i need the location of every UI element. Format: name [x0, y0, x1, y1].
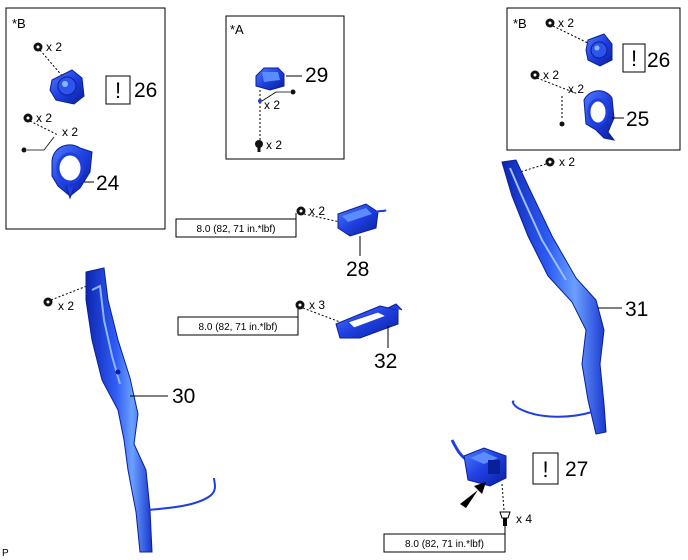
callout-26-left: 26 — [134, 79, 157, 102]
bolt-icon — [255, 140, 263, 152]
arrow-icon — [460, 482, 486, 508]
view-b-left-box: *B x 2 ! 26 x 2 x 2 24 — [5, 7, 166, 230]
screw-icon — [545, 18, 555, 28]
screw-icon — [296, 206, 306, 216]
view-a-box: *A 29 x 2 x 2 — [225, 15, 345, 160]
view-b-right-label: *B — [513, 16, 527, 31]
view-b-right-box: *B x 2 ! 26 x 2 x 2 25 — [506, 7, 681, 151]
part-27-group: ! 27 x 4 8.0 (82, 71 in.*lbf) — [383, 439, 588, 553]
warning-mark: ! — [631, 46, 637, 71]
warning-box-26-left — [105, 75, 131, 105]
torque-box-27 — [383, 533, 506, 553]
qty-a-clip: x 2 — [264, 98, 280, 112]
callout-25: 25 — [626, 108, 649, 131]
qty-pillar-left-screw: x 2 — [58, 299, 74, 313]
torque-box-28 — [175, 218, 297, 238]
clip-icon — [290, 89, 296, 95]
qty-br-screw-top: x 2 — [558, 16, 574, 30]
bolt-icon — [499, 511, 511, 526]
part-25-speaker-bracket — [583, 90, 616, 141]
part-32-group: 8.0 (82, 71 in.*lbf) x 3 32 — [177, 298, 403, 373]
qty-pillar-right-screw: x 2 — [559, 155, 575, 169]
callout-29: 29 — [305, 64, 328, 87]
warning-mark: ! — [115, 78, 121, 103]
callout-24: 24 — [96, 172, 120, 195]
qty-br-clip-mid: x 2 — [568, 82, 584, 96]
screw-icon — [530, 70, 540, 80]
part-28-group: 8.0 (82, 71 in.*lbf) x 2 28 — [175, 203, 387, 281]
torque-27: 8.0 (82, 71 in.*lbf) — [405, 539, 484, 550]
callout-32: 32 — [374, 350, 397, 373]
callout-27: 27 — [565, 458, 588, 481]
part-31-pillar-trim — [501, 159, 607, 435]
screw-icon — [545, 157, 555, 167]
warning-mark: ! — [542, 457, 548, 482]
qty-part32-screw: x 3 — [309, 298, 325, 312]
corner-mark: P — [2, 548, 9, 559]
warning-box-26-right — [622, 43, 646, 73]
part-30-group: x 2 30 — [43, 267, 216, 553]
qty-bl-screw-top: x 2 — [46, 40, 62, 54]
callout-31: 31 — [625, 298, 648, 321]
warning-box-27 — [532, 452, 559, 485]
part-26-tweeter-left — [49, 69, 85, 105]
qty-a-bolt: x 2 — [266, 138, 282, 152]
qty-bl-clip-mid: x 2 — [62, 125, 78, 139]
callout-26-right: 26 — [647, 49, 670, 72]
qty-br-screw-mid: x 2 — [543, 68, 559, 82]
screw-icon — [23, 113, 33, 123]
clip-icon — [258, 99, 262, 103]
part-28-module — [337, 203, 387, 237]
qty-bl-screw-mid: x 2 — [36, 111, 52, 125]
view-a-label: *A — [230, 22, 244, 37]
clip-icon — [559, 121, 565, 127]
screw-icon — [33, 42, 43, 52]
part-29-bracket — [255, 67, 285, 91]
part-26-tweeter-right — [585, 33, 613, 67]
part-24-speaker-bracket — [51, 144, 93, 200]
torque-28: 8.0 (82, 71 in.*lbf) — [197, 224, 276, 235]
screw-icon — [43, 297, 53, 307]
part-32-bracket — [335, 303, 403, 339]
torque-box-32 — [177, 316, 299, 336]
callout-30: 30 — [172, 385, 195, 408]
part-30-pillar-trim — [85, 267, 216, 553]
part-31-group: x 2 31 — [501, 155, 648, 435]
callout-28: 28 — [346, 258, 369, 281]
qty-part28-screw: x 2 — [309, 204, 325, 218]
torque-32: 8.0 (82, 71 in.*lbf) — [199, 322, 278, 333]
part-27-unit — [450, 439, 507, 487]
screw-icon — [295, 300, 305, 310]
view-b-left-label: *B — [12, 16, 26, 31]
clip-icon — [21, 147, 27, 153]
qty-part27-bolt: x 4 — [516, 512, 532, 526]
